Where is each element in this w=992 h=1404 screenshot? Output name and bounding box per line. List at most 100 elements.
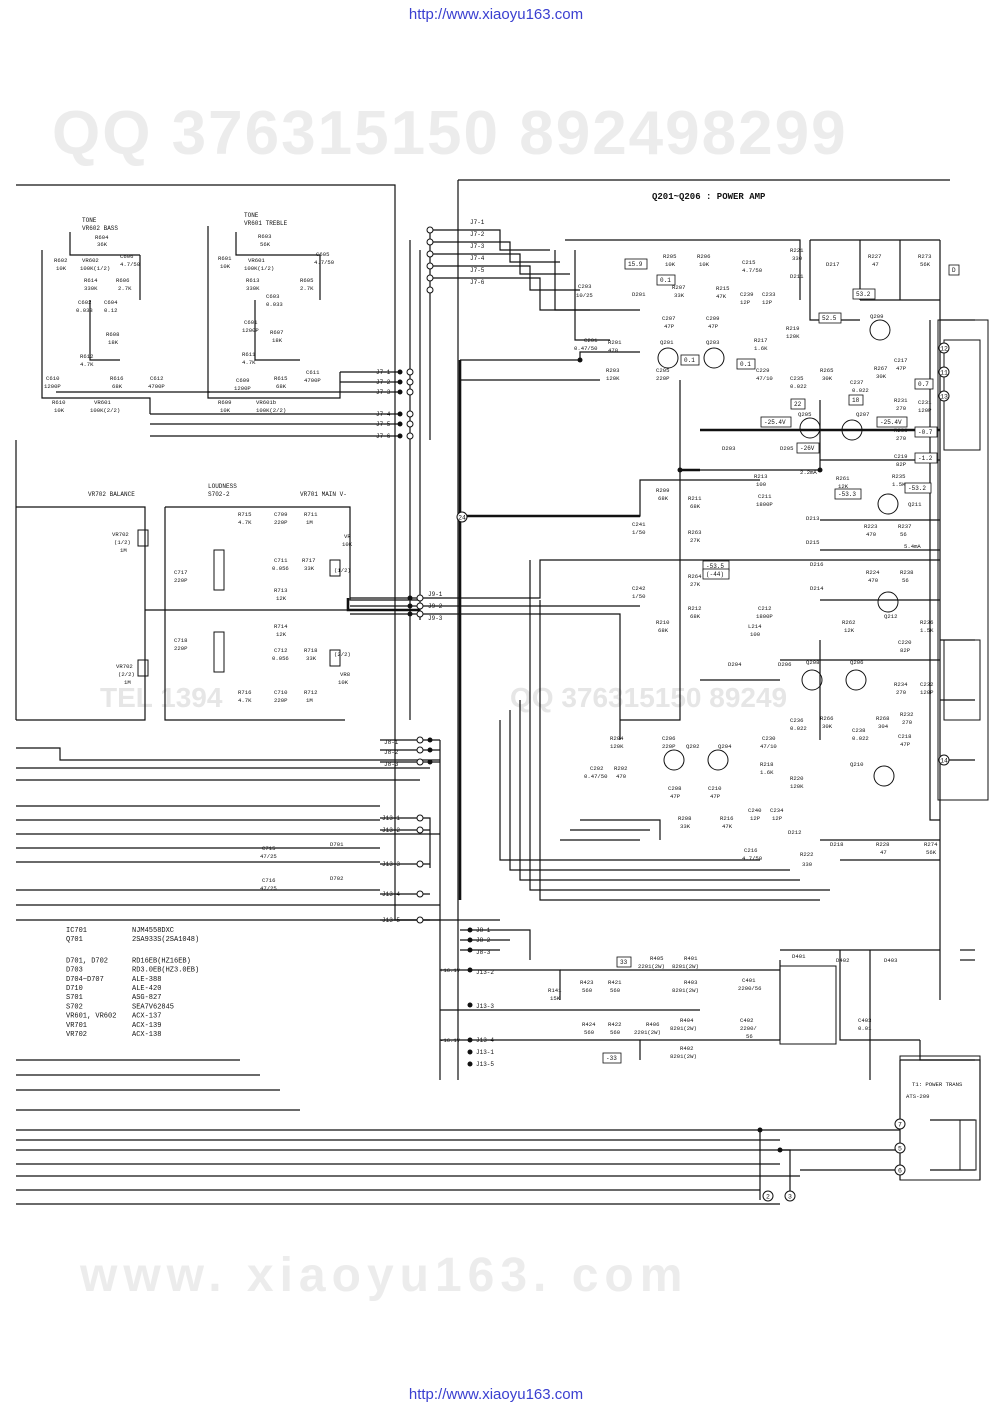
connector-j7-labels: J7-1 J7-2 J7-3 J7-4 J7-5 J7-6 J7-1 J7-2 …: [376, 219, 485, 440]
component-label: 220P: [174, 577, 188, 584]
component-label: 47P: [900, 741, 911, 748]
j13-pin-label: J13-2: [382, 827, 400, 834]
component-label: R713: [274, 587, 287, 594]
component-label: C206: [662, 735, 675, 742]
component-label: R405: [650, 955, 663, 962]
j8-pin-label: J8-2: [476, 937, 491, 944]
component-label: C602: [78, 299, 91, 306]
component-label: D216: [810, 561, 823, 568]
component-label: R203: [606, 367, 619, 374]
component-label: 1800P: [756, 501, 773, 508]
component-label: R265: [820, 367, 833, 374]
voltage-value: 52.5: [822, 315, 837, 322]
voltage-value: -25.4V: [880, 419, 902, 426]
component-label: 1M: [306, 519, 313, 526]
parts-list-part: ALE-388: [132, 976, 161, 984]
parts-list-part: NJM4558DXC: [132, 927, 174, 935]
component-label: D702: [330, 875, 343, 882]
component-label: Q212: [884, 613, 897, 620]
component-label: 0.47/50: [574, 345, 598, 352]
component-label: C242: [632, 585, 645, 592]
component-label: R237: [898, 523, 911, 530]
voltage-value: 0.1: [684, 357, 695, 364]
voltage-value: -1.2: [918, 455, 933, 462]
component-label: R717: [302, 557, 315, 564]
component-label: C231: [918, 399, 932, 406]
component-label: Q201: [660, 339, 674, 346]
component-label: R210: [656, 619, 670, 626]
terminal-marker: [938, 754, 950, 766]
component-label: 560: [610, 1029, 621, 1036]
component-label: 8201(2W): [672, 987, 699, 994]
component-label: C207: [662, 315, 675, 322]
component-label: C205: [656, 367, 669, 374]
component-label: C401: [742, 977, 756, 984]
component-label: 10K: [342, 541, 353, 548]
component-label: 2201(2W): [634, 1029, 661, 1036]
component-label: C236: [790, 717, 803, 724]
component-label: 56K: [926, 849, 937, 856]
watermark-qq: QQ 376315150 892498299: [52, 99, 848, 168]
component-label: C238: [852, 727, 865, 734]
component-label: C211: [758, 493, 772, 500]
terminal-marker: [784, 1190, 796, 1202]
component-label: R267: [874, 365, 887, 372]
component-label: C203: [578, 283, 591, 290]
component-label: 82P: [900, 647, 911, 654]
component-label: 1/50: [632, 593, 646, 600]
j13-pin-label: J13-3: [382, 861, 400, 868]
component-label: 220P: [662, 743, 676, 750]
loudness-title: LOUDNESS: [208, 483, 237, 490]
component-label: R613: [246, 277, 259, 284]
component-label: VR601: [94, 399, 111, 406]
component-label: R227: [868, 253, 881, 260]
component-label: C610: [46, 375, 60, 382]
parts-list-ref: VR701: [66, 1022, 87, 1030]
component-label: VR602: [82, 257, 99, 264]
loudness-sub: S702-2: [208, 491, 230, 498]
component-label: C715: [262, 845, 275, 852]
component-label: Q204: [718, 743, 732, 750]
component-label: C215: [742, 259, 755, 266]
component-label: C210: [708, 785, 722, 792]
footer-url[interactable]: http://www.xiaoyu163.com: [408, 1386, 584, 1403]
component-label: 270: [902, 719, 913, 726]
component-label: R205: [663, 253, 676, 260]
component-label: Q211: [908, 501, 922, 508]
component-label: 47K: [722, 823, 733, 830]
component-label: C230: [762, 735, 776, 742]
parts-list-part: RD3.0EB(HZ3.0EB): [132, 967, 199, 975]
component-label: C237: [850, 379, 863, 386]
terminal-marker: [762, 1190, 774, 1202]
component-label: 47/10: [760, 743, 777, 750]
component-label: 12K: [838, 483, 849, 490]
component-label: VR: [344, 533, 351, 540]
terminal-marker: [938, 366, 950, 378]
voltage-value: 22: [794, 401, 802, 408]
component-label: C201: [584, 337, 598, 344]
component-label: C717: [174, 569, 187, 576]
component-label: 120K: [786, 333, 800, 340]
component-label: D701: [330, 841, 344, 848]
header-url[interactable]: http://www.xiaoyu163.com: [408, 6, 584, 23]
component-label: 18K: [272, 337, 283, 344]
main-volume-label: VR701 MAIN V-: [300, 491, 347, 498]
component-label: R421: [608, 979, 622, 986]
component-label: 47P: [708, 323, 719, 330]
terminal-marker: [894, 1118, 906, 1130]
parts-list-part: ACX-138: [132, 1031, 161, 1039]
voltage-value: 18: [852, 397, 860, 404]
component-label: 10K: [338, 679, 349, 686]
voltage-value: 53.2: [856, 291, 871, 298]
component-label: C240: [748, 807, 762, 814]
component-label: 56: [900, 531, 907, 538]
voltage-box: [914, 452, 938, 464]
component-label: 30K: [876, 373, 887, 380]
component-label: R233: [894, 427, 907, 434]
component-label: D211: [790, 273, 804, 280]
component-label: C716: [262, 877, 275, 884]
parts-list-ref: D704~D707: [66, 976, 104, 984]
component-label: R603: [258, 233, 271, 240]
component-label: 10K: [220, 263, 231, 270]
component-label: 4.7K: [80, 361, 94, 368]
